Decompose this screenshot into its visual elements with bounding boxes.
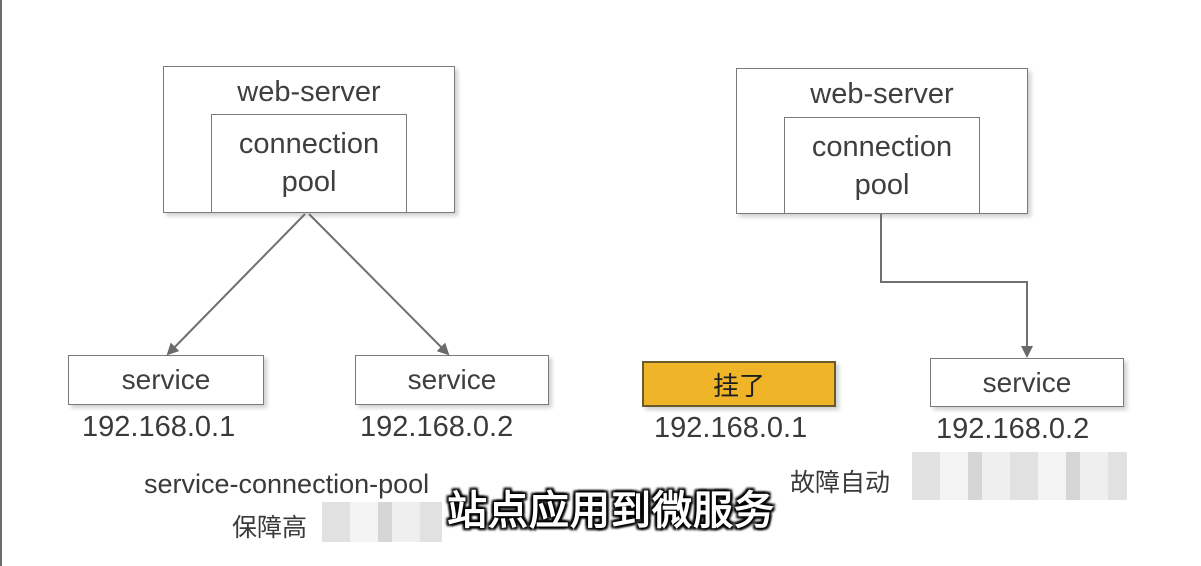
ip-left-2: 192.168.0.2 [360,411,514,443]
service-box-left-2: service [355,355,549,405]
web-server-label-right: web-server [810,78,954,110]
service-box-left-1: service [68,355,264,405]
ip-right-2: 192.168.0.2 [936,413,1090,445]
caption-left-line1: service-connection-pool [144,469,430,499]
left-edge-rule [0,0,2,566]
failed-node-label: 挂了 [712,371,765,402]
failed-node-box: 挂了 [642,361,836,407]
connection-pool-label-left: connection pool [238,128,380,198]
caption-left-line2: 保障高 [232,513,308,542]
caption-right: 故障自动 [790,468,891,497]
connection-pool-box-right: connection pool [784,117,980,214]
service-box-right: service [930,358,1124,407]
arrow-right-to-service [880,214,1033,358]
connection-pool-box-left: connection pool [211,114,407,213]
ip-right-1: 192.168.0.1 [654,412,808,444]
service-label-left-2: service [407,364,497,395]
web-server-label-left: web-server [237,76,381,108]
connection-pool-label-right: connection pool [811,131,953,201]
video-subtitle: 站点应用到微服务 [447,488,775,534]
redaction-blur-left [322,502,442,542]
arrow-left-to-service-2 [308,213,450,356]
ip-left-1: 192.168.0.1 [82,411,236,443]
redaction-blur-right [912,452,1127,500]
arrow-left-to-service-1 [166,213,306,356]
service-label-right: service [982,366,1072,398]
service-label-left-1: service [121,364,211,395]
